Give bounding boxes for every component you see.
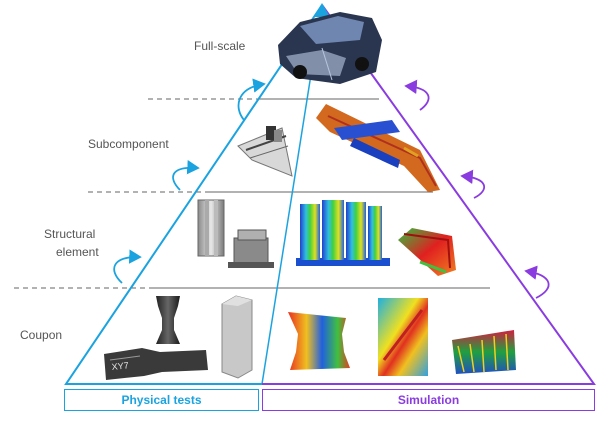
level-label-subcomponent: Subcomponent	[88, 137, 169, 151]
physical-step-arrow	[172, 160, 200, 191]
physical-tests-label: Physical tests	[64, 389, 259, 411]
coupon-physical-image	[104, 295, 253, 380]
simulation-step-arrow	[460, 169, 485, 199]
full-scale-car-image	[278, 12, 382, 84]
pyramid-simulation-side	[262, 4, 596, 385]
physical-step-arrow	[113, 249, 142, 284]
structural-simulation-image	[296, 200, 456, 276]
simulation-step-arrow	[524, 265, 550, 299]
simulation-label: Simulation	[262, 389, 595, 411]
pyramid-physical-side	[64, 4, 323, 385]
coupon-specimen-label: XY7	[111, 360, 129, 372]
structural-physical-image	[197, 199, 274, 268]
simulation-step-arrow	[404, 79, 430, 111]
level-label-coupon: Coupon	[20, 328, 63, 342]
level-label-full-scale: Full-scale	[194, 39, 246, 53]
level-label-structural: Structural	[44, 227, 96, 241]
level-label-element: element	[56, 245, 99, 259]
subcomponent-physical-image	[237, 126, 293, 177]
coupon-simulation-image	[288, 298, 516, 376]
subcomponent-simulation-image	[316, 104, 440, 192]
physical-step-arrow	[237, 78, 266, 121]
